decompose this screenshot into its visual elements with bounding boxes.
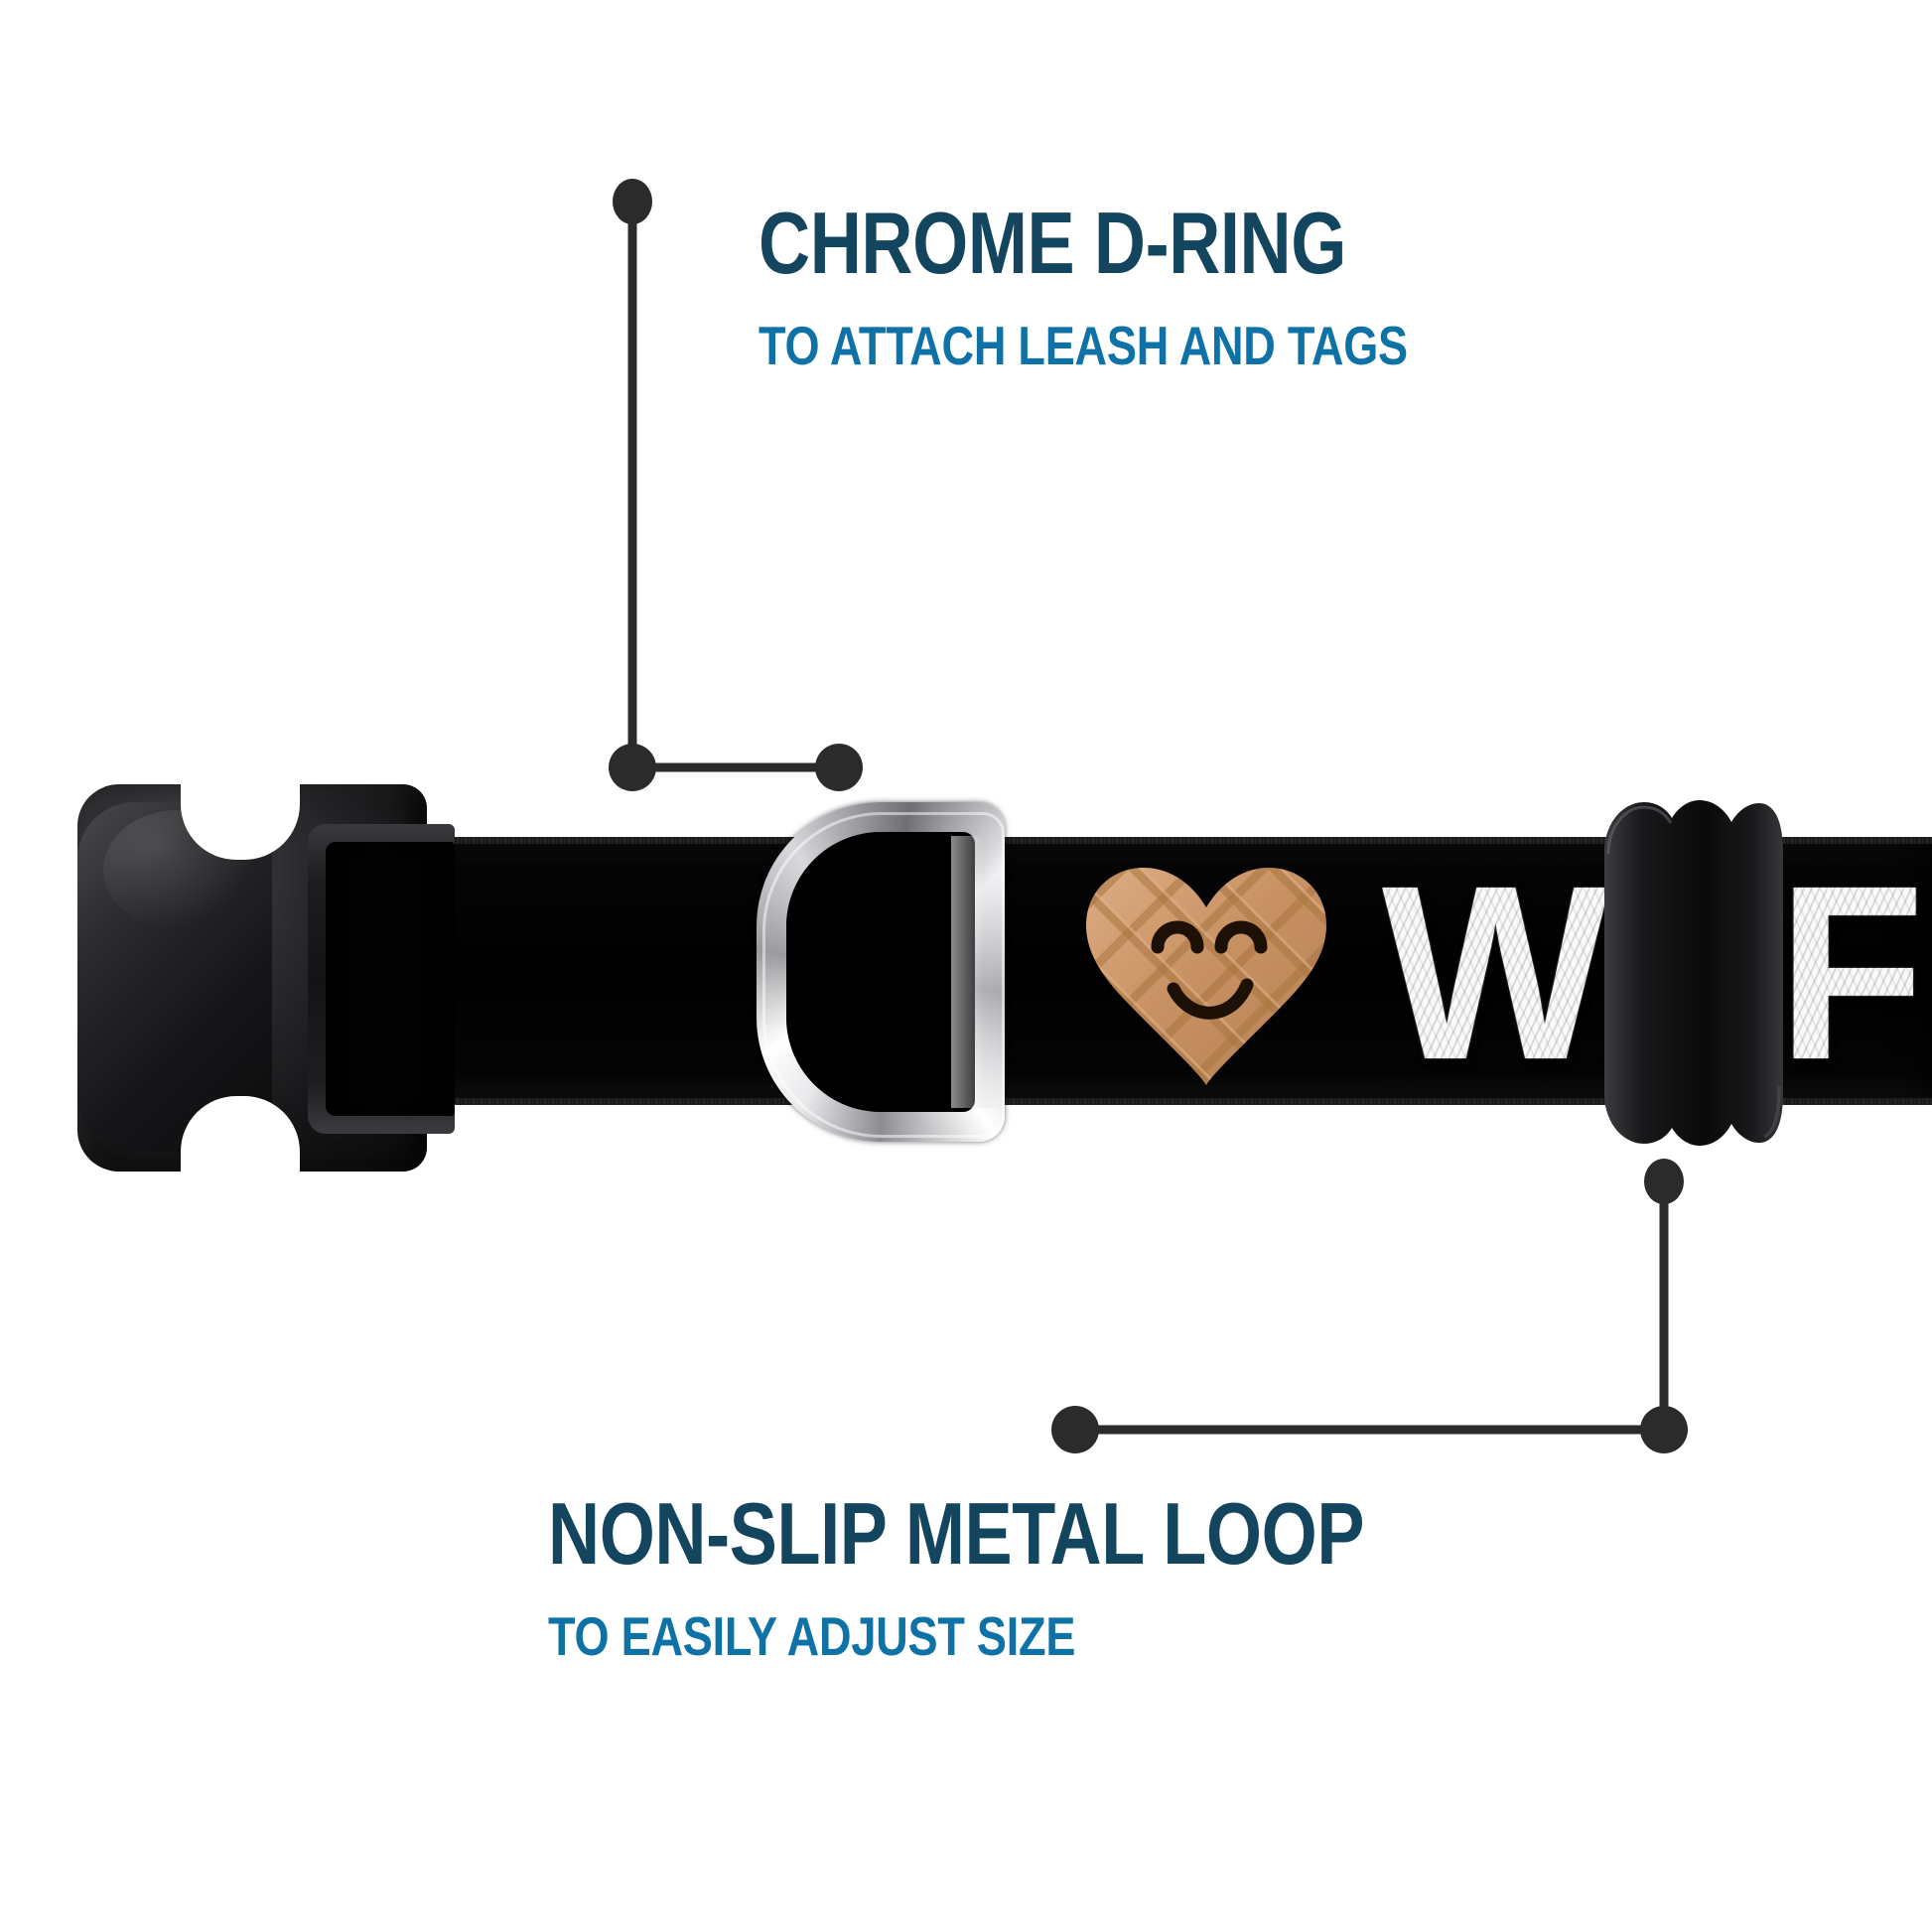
callout-headline-non-slip-metal-loop: NON-SLIP METAL LOOP [548,1484,1365,1583]
buckle-lobe [77,802,272,1152]
buckle-notch-bottom [181,1096,300,1173]
d-ring-inner [786,832,975,1112]
callout-headline-chrome-d-ring: CHROME D-RING [759,194,1346,292]
metal-loop-window [1636,846,1747,1100]
waffle-heart-icon [1082,862,1330,1088]
callout-subline-chrome-d-ring: TO ATTACH LEASH AND TAGS [759,315,1408,376]
buckle-icon [77,782,455,1173]
strap-edge-top [389,837,1932,844]
metal-loop-icon [1594,788,1789,1158]
strap-edge-bottom [389,1098,1932,1105]
d-ring-icon [757,802,1005,1142]
buckle-channel [326,842,455,1116]
callout-subline-non-slip-metal-loop: TO EASILY ADJUST SIZE [548,1605,1076,1667]
